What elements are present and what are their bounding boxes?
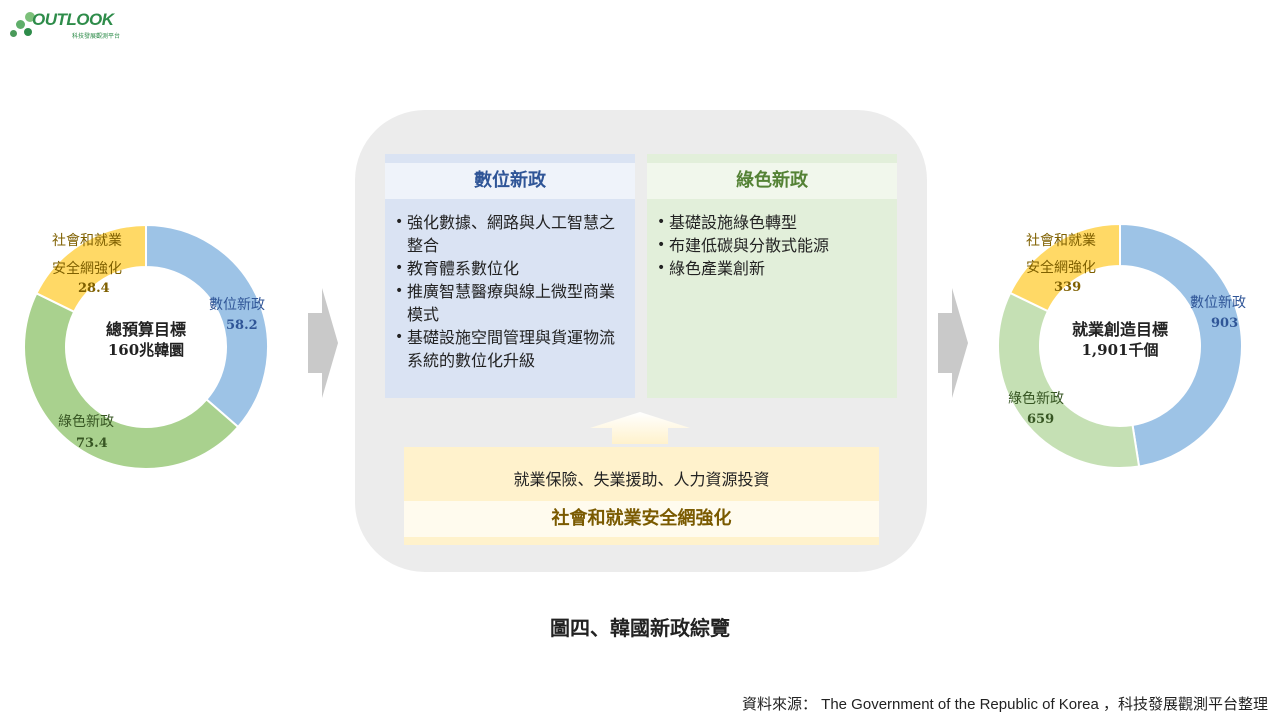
logo-leaf-icon bbox=[24, 28, 32, 36]
logo-leaf-icon bbox=[10, 30, 17, 37]
budget-slice-1 bbox=[23, 291, 240, 470]
digital-list-item: 教育體系數位化 bbox=[395, 257, 625, 280]
jobs-value-green: 659 bbox=[1027, 412, 1055, 427]
budget-label-digital: 數位新政 bbox=[209, 297, 265, 313]
social-safety-net-title: 社會和就業安全網強化 bbox=[551, 508, 732, 529]
source-note: 資料來源： The Government of the Republic of … bbox=[742, 696, 1268, 713]
jobs-center-title: 就業創造目標 bbox=[1071, 320, 1168, 339]
jobs-slice-2 bbox=[1008, 222, 1121, 313]
budget-value-digital: 58.2 bbox=[226, 318, 258, 333]
up-arrow-icon bbox=[590, 412, 690, 444]
digital-list-item: 推廣智慧醫療與線上微型商業模式 bbox=[395, 280, 625, 326]
green-list-item: 基礎設施綠色轉型 bbox=[657, 211, 887, 234]
budget-center-title: 總預算目標 bbox=[105, 320, 186, 339]
logo-leaf-icon bbox=[16, 20, 25, 29]
jobs-label-social-line2: 安全網強化 bbox=[1026, 260, 1096, 276]
budget-donut-chart bbox=[23, 223, 269, 470]
figure-caption: 圖四、韓國新政綜覽 bbox=[550, 616, 730, 640]
logo-text: OUTLOOK bbox=[32, 10, 114, 29]
budget-value-social: 28.4 bbox=[78, 281, 110, 296]
logo-subtitle: 科技發展觀測平台 bbox=[72, 33, 121, 40]
jobs-label-green: 綠色新政 bbox=[1008, 391, 1064, 407]
digital-list-item: 強化數據、網路與人工智慧之整合 bbox=[395, 211, 625, 257]
jobs-label-digital: 數位新政 bbox=[1190, 295, 1246, 311]
social-safety-net-items: 就業保險、失業援助、人力資源投資 bbox=[513, 470, 770, 489]
budget-value-green: 73.4 bbox=[76, 436, 108, 451]
budget-center-value: 160兆韓圜 bbox=[107, 341, 185, 359]
budget-label-green: 綠色新政 bbox=[58, 414, 114, 430]
green-new-deal-title: 綠色新政 bbox=[647, 163, 897, 199]
jobs-donut-chart bbox=[997, 222, 1244, 469]
green-new-deal-list: 基礎設施綠色轉型布建低碳與分散式能源綠色產業創新 bbox=[657, 211, 887, 280]
jobs-value-social: 339 bbox=[1054, 280, 1082, 295]
logo-leaf-icon bbox=[25, 12, 35, 22]
social-safety-net-band bbox=[404, 501, 879, 537]
jobs-slice-0 bbox=[1119, 222, 1244, 468]
jobs-label-social-line1: 社會和就業 bbox=[1026, 233, 1096, 249]
right-arrow-icon bbox=[938, 288, 968, 398]
budget-label-social-line1: 社會和就業 bbox=[52, 233, 122, 249]
outlook-logo bbox=[10, 6, 120, 46]
jobs-value-digital: 903 bbox=[1211, 316, 1239, 331]
green-list-item: 綠色產業創新 bbox=[657, 257, 887, 280]
digital-new-deal-title: 數位新政 bbox=[385, 163, 635, 199]
budget-label-social-line2: 安全網強化 bbox=[52, 261, 122, 277]
jobs-slice-1 bbox=[997, 291, 1141, 469]
green-list-item: 布建低碳與分散式能源 bbox=[657, 234, 887, 257]
budget-slice-0 bbox=[145, 223, 269, 429]
right-arrow-icon bbox=[308, 288, 338, 398]
digital-list-item: 基礎設施空間管理與貨運物流系統的數位化升級 bbox=[395, 326, 625, 372]
budget-slice-2 bbox=[35, 223, 147, 314]
digital-new-deal-list: 強化數據、網路與人工智慧之整合教育體系數位化推廣智慧醫療與線上微型商業模式基礎設… bbox=[395, 211, 625, 372]
jobs-center-value: 1,901千個 bbox=[1081, 341, 1159, 359]
